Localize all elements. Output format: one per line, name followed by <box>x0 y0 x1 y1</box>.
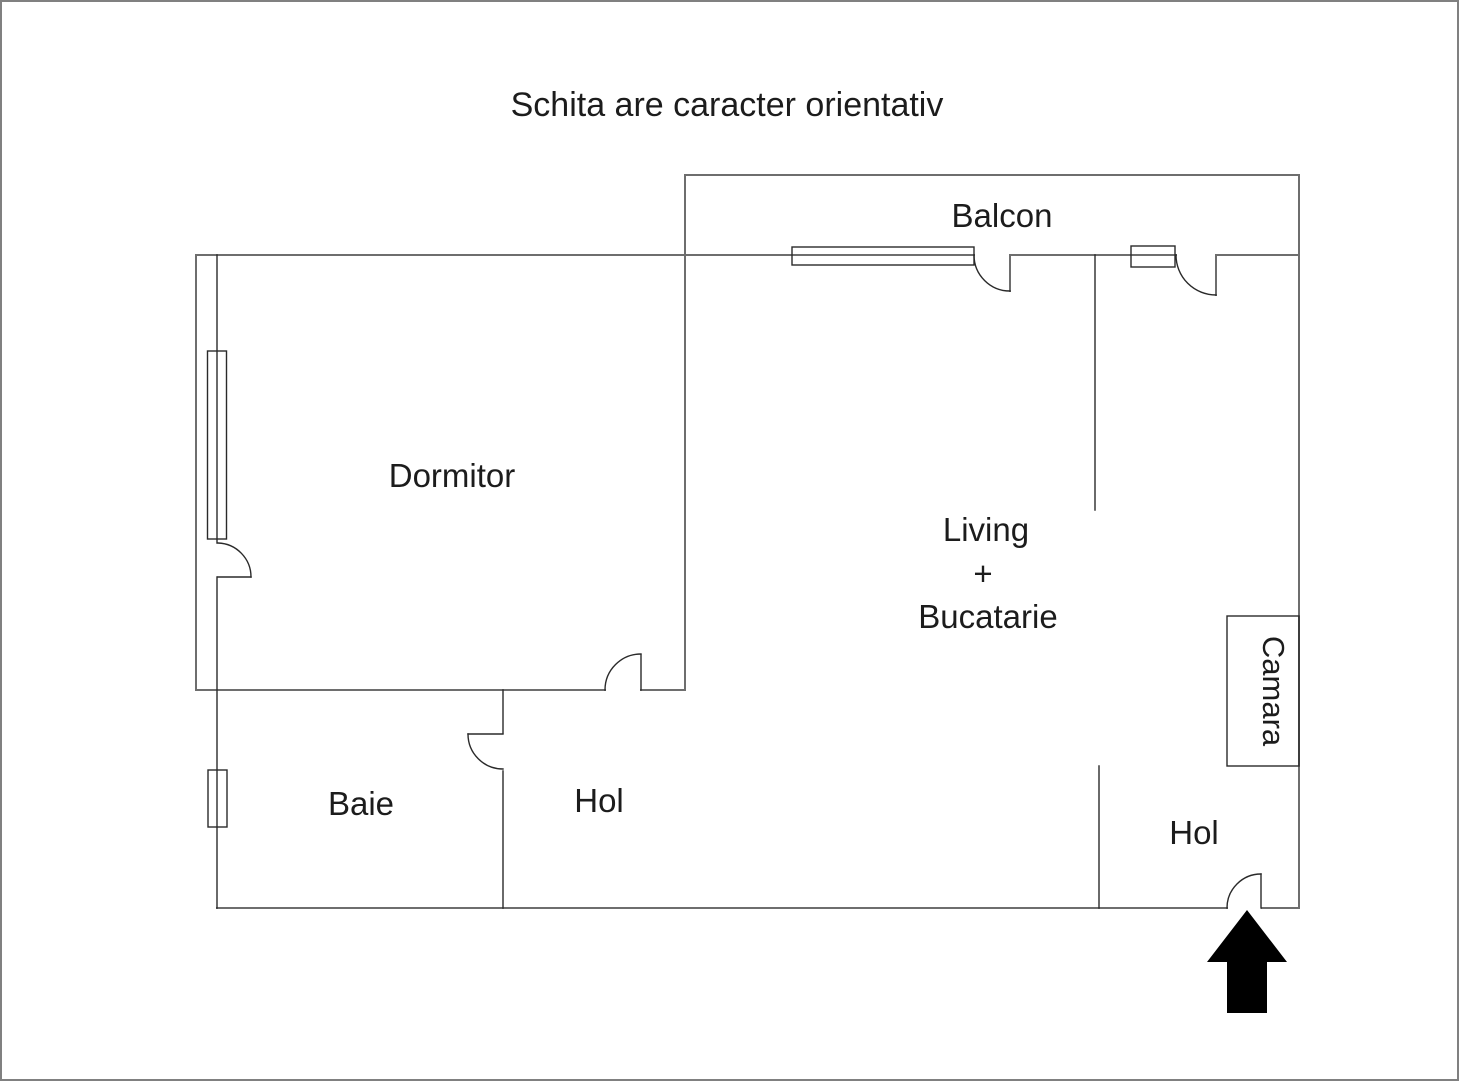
room-label-living: Living <box>943 511 1029 548</box>
window-balcony-right <box>1130 245 1176 268</box>
window-baie <box>207 769 228 828</box>
page-title: Schita are caracter orientativ <box>511 86 944 124</box>
door-swing-baie <box>467 733 504 770</box>
door-swing-balcony-left <box>973 254 1011 292</box>
room-label-hol-entrance: Hol <box>1169 814 1219 851</box>
window-dormitor <box>206 350 228 540</box>
room-label-dormitor: Dormitor <box>389 457 516 494</box>
room-label-bucatarie: Bucatarie <box>918 598 1057 635</box>
door-swing-entrance <box>1226 873 1262 909</box>
camara-outline <box>1226 615 1300 767</box>
interior-details <box>206 245 1300 909</box>
room-label-hol-middle: Hol <box>574 782 624 819</box>
door-swing-dormitor-left <box>217 542 252 578</box>
entrance-arrow-icon <box>1207 910 1287 1013</box>
room-label-living-plus: + <box>973 555 992 592</box>
room-labels: Schita are caracter orientativ Balcon Do… <box>328 86 1291 851</box>
room-label-balcon: Balcon <box>952 197 1053 234</box>
door-swing-balcony-right <box>1175 254 1217 296</box>
door-swing-dormitor-bottom <box>604 653 642 691</box>
room-label-camara: Camara <box>1256 636 1291 747</box>
room-label-baie: Baie <box>328 785 394 822</box>
